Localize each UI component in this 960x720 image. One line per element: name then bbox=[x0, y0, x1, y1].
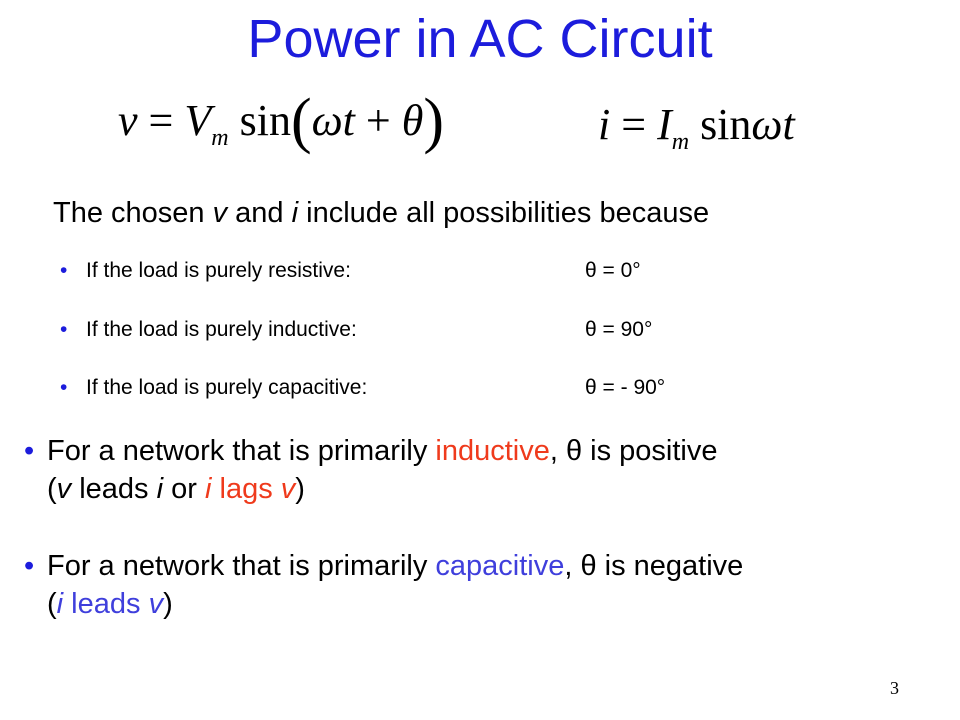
bullet-text: For a network that is primarily inductiv… bbox=[47, 435, 718, 505]
bullet-dot: • bbox=[60, 376, 68, 399]
voltage-equation: v = Vm sin(ωt + θ) bbox=[118, 87, 445, 155]
case-value: θ = 90° bbox=[585, 318, 653, 341]
page-number: 3 bbox=[890, 678, 899, 698]
case-capacitive: • If the load is purely capacitive: θ = -… bbox=[60, 374, 665, 402]
case-resistive: • If the load is purely resistive: θ = 0° bbox=[60, 257, 641, 285]
case-label: If the load is purely resistive: bbox=[86, 259, 351, 282]
case-value: θ = 0° bbox=[585, 259, 641, 282]
case-label: If the load is purely capacitive: bbox=[86, 376, 368, 399]
case-value: θ = - 90° bbox=[585, 376, 666, 399]
bullet-dot: • bbox=[24, 435, 35, 467]
bullet-dot: • bbox=[60, 318, 68, 341]
intro-text: The chosen v and i include all possibili… bbox=[53, 197, 710, 229]
bullet-text: For a network that is primarily capaciti… bbox=[47, 550, 744, 620]
case-inductive: • If the load is purely inductive: θ = 90… bbox=[60, 316, 652, 344]
current-equation: i = Im sinωt bbox=[598, 100, 795, 155]
slide-title: Power in AC Circuit bbox=[247, 9, 713, 69]
case-label: If the load is purely inductive: bbox=[86, 318, 357, 341]
bullet-dot: • bbox=[60, 259, 68, 282]
bullet-dot: • bbox=[24, 550, 35, 582]
